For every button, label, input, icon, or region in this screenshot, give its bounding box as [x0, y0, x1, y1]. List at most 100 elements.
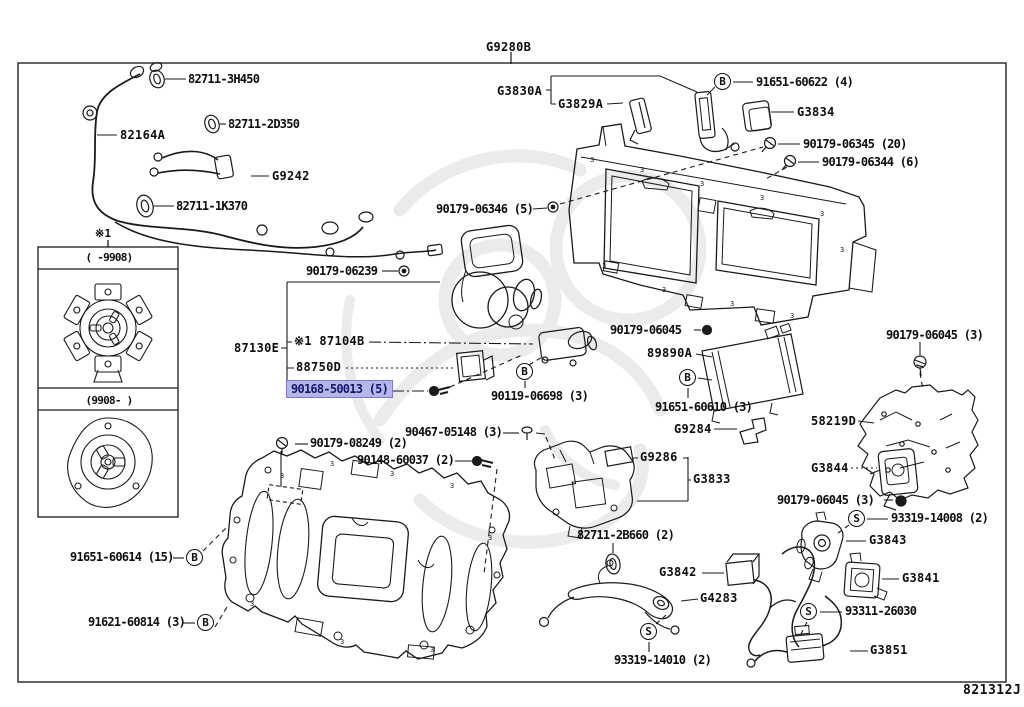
part-drawing-rear-panel — [221, 449, 511, 660]
diagram-border — [17, 62, 1007, 683]
part-label-90179-06346[interactable]: 90179-06346 (5) — [436, 202, 534, 216]
part-drawing-g3830a-latch — [694, 90, 740, 153]
nut-icon — [547, 201, 559, 213]
clamp-ring-icon — [605, 553, 621, 575]
fastener-marker-91651-60610: B — [679, 369, 696, 386]
part-label-g4283[interactable]: G4283 — [700, 591, 738, 605]
part-drawing-g3829a — [629, 97, 652, 145]
part-drawing-88750d — [455, 350, 495, 382]
svg-text:3: 3 — [760, 194, 764, 202]
part-label-91651-60622[interactable]: 91651-60622 (4) — [756, 75, 854, 89]
nut-icon — [398, 265, 410, 277]
part-label-90148-60037[interactable]: 90148-60037 (2) — [357, 453, 455, 467]
fastener-marker-93319-14008: S — [848, 510, 865, 527]
bolt-icon — [471, 455, 494, 468]
part-label-82711-1k370[interactable]: 82711-1K370 — [176, 199, 248, 213]
part-label-90179-06045-a[interactable]: 90179-06045 — [610, 323, 682, 337]
part-label-91651-60614[interactable]: 91651-60614 (15) — [70, 550, 174, 564]
part-label-93311-26030[interactable]: 93311-26030 — [845, 604, 917, 618]
svg-text:3: 3 — [790, 312, 794, 320]
svg-text:3: 3 — [450, 482, 454, 490]
bolt-icon — [895, 495, 907, 507]
part-label-89890a[interactable]: 89890A — [647, 346, 693, 360]
part-label-90179-08249[interactable]: 90179-08249 (2) — [310, 436, 408, 450]
fastener-marker-91621-60814: B — [197, 614, 214, 631]
part-drawing-g9242 — [149, 150, 234, 180]
part-label-90179-06239[interactable]: 90179-06239 — [306, 264, 378, 278]
part-drawing-g3841 — [843, 552, 888, 601]
screw-icon — [913, 355, 927, 377]
part-drawing-blower-late — [67, 417, 153, 508]
pin-icon — [521, 426, 533, 440]
part-drawing-case-g9280b — [568, 123, 877, 326]
part-label-90179-06045-c[interactable]: 90179-06045 (3) — [777, 493, 875, 507]
part-drawing-harness-82164a — [82, 62, 443, 260]
fastener-marker-93319-14010: S — [640, 623, 657, 640]
part-label-caption-early: ( -9908) — [85, 251, 134, 264]
svg-text:3: 3 — [730, 300, 734, 308]
part-label-note-1: ※1 — [95, 227, 112, 240]
part-label-90179-06045-b[interactable]: 90179-06045 (3) — [886, 328, 984, 342]
screw-icon — [761, 136, 777, 153]
part-label-91651-60610[interactable]: 91651-60610 (3) — [655, 400, 753, 414]
fastener-icons — [136, 69, 927, 575]
svg-text:3: 3 — [330, 460, 334, 468]
leader-lines — [97, 75, 924, 652]
part-label-g3843[interactable]: G3843 — [869, 533, 907, 547]
part-label-93319-14008[interactable]: 93319-14008 (2) — [891, 511, 989, 525]
part-label-82711-2d350[interactable]: 82711-2D350 — [228, 117, 300, 131]
part-label-90119-06698[interactable]: 90119-06698 (3) — [491, 389, 589, 403]
part-label-90179-06344[interactable]: 90179-06344 (6) — [822, 155, 920, 169]
part-label-caption-late: (9908- ) — [85, 394, 134, 407]
part-label-58219d[interactable]: 58219D — [811, 414, 857, 428]
part-label-g3829a[interactable]: G3829A — [558, 97, 604, 111]
part-drawing-g3842 — [725, 553, 797, 657]
part-label-g3830a[interactable]: G3830A — [497, 84, 543, 98]
part-label-g9242[interactable]: G9242 — [272, 169, 310, 183]
part-drawing-g9284 — [739, 417, 767, 445]
part-label-90467-05148[interactable]: 90467-05148 (3) — [405, 425, 503, 439]
part-label-g3842[interactable]: G3842 — [659, 565, 697, 579]
part-label-91621-60814[interactable]: 91621-60814 (3) — [88, 615, 186, 629]
part-label-93319-14010[interactable]: 93319-14010 (2) — [614, 653, 712, 667]
watermark — [341, 149, 707, 549]
part-drawing-g3834 — [742, 100, 772, 132]
part-drawing-g4283 — [538, 559, 680, 635]
part-drawing-g3833 — [533, 440, 635, 539]
part-label-g3833[interactable]: G3833 — [693, 472, 731, 486]
part-label-82164a[interactable]: 82164A — [120, 128, 166, 142]
part-label-90179-06345[interactable]: 90179-06345 (20) — [803, 137, 907, 151]
fastener-marker-90119-06698: B — [516, 363, 533, 380]
part-label-90168-50013[interactable]: 90168-50013 (5) — [286, 380, 394, 398]
bolt-icon — [701, 324, 713, 336]
part-label-88750d[interactable]: 88750D — [296, 360, 342, 374]
svg-text:3: 3 — [840, 246, 844, 254]
part-label-g9284[interactable]: G9284 — [674, 422, 712, 436]
svg-text:3: 3 — [820, 210, 824, 218]
part-label-82711-3h450[interactable]: 82711-3H450 — [188, 72, 260, 86]
svg-text:3: 3 — [430, 646, 434, 654]
part-label-82711-2b660[interactable]: 82711-2B660 (2) — [577, 528, 675, 542]
part-drawing-58219d — [857, 384, 979, 501]
part-label-g3851[interactable]: G3851 — [870, 643, 908, 657]
svg-text:3: 3 — [390, 470, 394, 478]
svg-text:3: 3 — [340, 638, 344, 646]
part-label-g3844[interactable]: G3844 — [811, 461, 849, 475]
part-label-g3834[interactable]: G3834 — [797, 105, 835, 119]
fastener-marker-91651-60622: B — [714, 73, 731, 90]
part-drawing-servo-87104b — [538, 326, 598, 367]
part-label-g3841[interactable]: G3841 — [902, 571, 940, 585]
part-drawing-g3844 — [869, 448, 919, 511]
svg-text:3: 3 — [700, 180, 704, 188]
part-drawing-g3843 — [796, 511, 844, 583]
part-label-g9280b[interactable]: G9280B — [486, 40, 532, 54]
part-label-87104b[interactable]: ※1 87104B — [294, 334, 365, 348]
clip-marks: 33 33 33 33 33 33 33 33 33 — [250, 156, 844, 654]
part-label-87130e[interactable]: 87130E — [234, 341, 280, 355]
svg-text:3: 3 — [250, 600, 254, 608]
part-label-g9286[interactable]: G9286 — [640, 450, 678, 464]
svg-text:3: 3 — [280, 472, 284, 480]
svg-text:3: 3 — [590, 156, 594, 164]
